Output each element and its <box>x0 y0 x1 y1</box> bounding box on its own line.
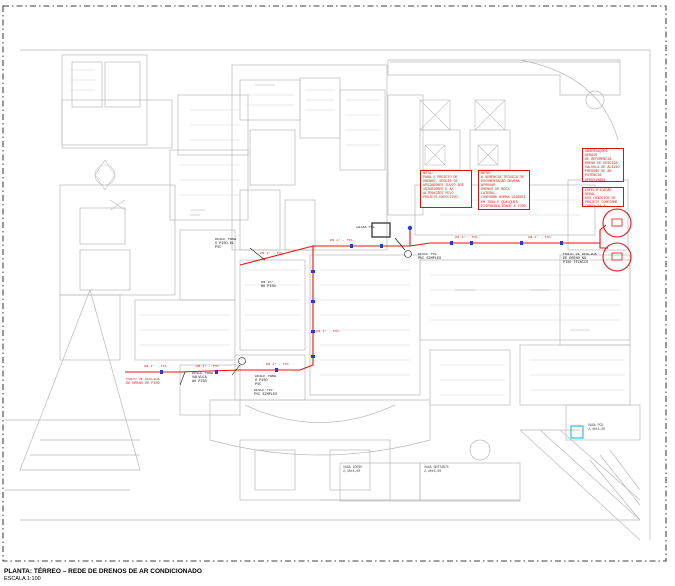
label-drain-down-4: DESCE PARA O PISO PVC <box>255 375 277 388</box>
note-conduit-spec: ESPECIFICAÇÃO GERAL DOS CONDUTOS DE PROJ… <box>582 187 624 207</box>
sheet-border <box>2 5 667 562</box>
label-drain-down-2: DN 1½" NO PISO <box>261 281 276 290</box>
vaga-idoso-label: VAGA IDOSO 2,40x5,00 <box>343 465 363 473</box>
label-drain-down-1: DESCE PARA O PISO 01 PVC <box>215 238 237 251</box>
label-pvc-simple-1: DESCE PVC PVC SIMPLES <box>418 253 442 262</box>
label-drain-down-3: DESCE PARA VALVULA AO PISO <box>192 372 214 385</box>
vaga-pcd-label: VAGA PCD 2,40x5,00 <box>588 423 606 431</box>
pipe-label-4: DN 1" - PVC <box>528 236 552 240</box>
label-pvc-box: CAIXA PVC <box>356 226 375 230</box>
misc-plot-strokes <box>190 84 590 331</box>
label-pvc-simple-2: DESCE PVC PVC SIMPLES <box>254 389 278 398</box>
pipe-label-3: DN 1" - PVC <box>455 236 479 240</box>
drain-fittings <box>160 225 563 374</box>
vaga-gestante-label: VAGA GESTANTE 2,40x5,00 <box>424 465 449 473</box>
drawing-scale: ESCALA 1:100 <box>4 576 41 582</box>
label-descent-point: PONTO DE DESCIDA DE DRENO NO PISO TÉCNIC… <box>563 253 597 266</box>
pipe-label-6: DN 1" - PVC <box>266 363 290 367</box>
pipe-label-2: DN 1" - PVC <box>330 239 354 243</box>
note-project-drains: NOTA: PARA O PROJETO DE DRENOS, SEGUIR O… <box>420 170 472 208</box>
interior-details <box>70 69 625 396</box>
callout-markers <box>179 237 412 386</box>
note-general-reference: OBSERVAÇÕES GERAIS DE REFERÊNCIA DRENO D… <box>582 148 624 182</box>
pipe-label-7: DN 1" - PVC <box>196 365 220 369</box>
courtyard-decorations <box>94 99 506 211</box>
pcd-parking-symbol <box>570 425 584 439</box>
pipe-label-1: DN 1" - PVC <box>260 252 284 256</box>
stair-block <box>371 222 391 238</box>
endpoint-label-left: PONTO DE DESCIDA DE DRENO DO PISO <box>126 378 160 387</box>
pipe-label-5: DN 1" - PVC <box>316 330 340 334</box>
drain-pipe-network <box>125 208 632 373</box>
note-technical-management: NOTA: A GERÊNCIA TÉCNICA DE DOCUMENTAÇÃO… <box>478 170 530 210</box>
building-outline <box>5 49 651 541</box>
pipe-label-8: DN 1" - PVC <box>144 365 168 369</box>
drawing-title: PLANTA: TÉRREO – REDE DE DRENOS DE AR CO… <box>4 568 202 575</box>
